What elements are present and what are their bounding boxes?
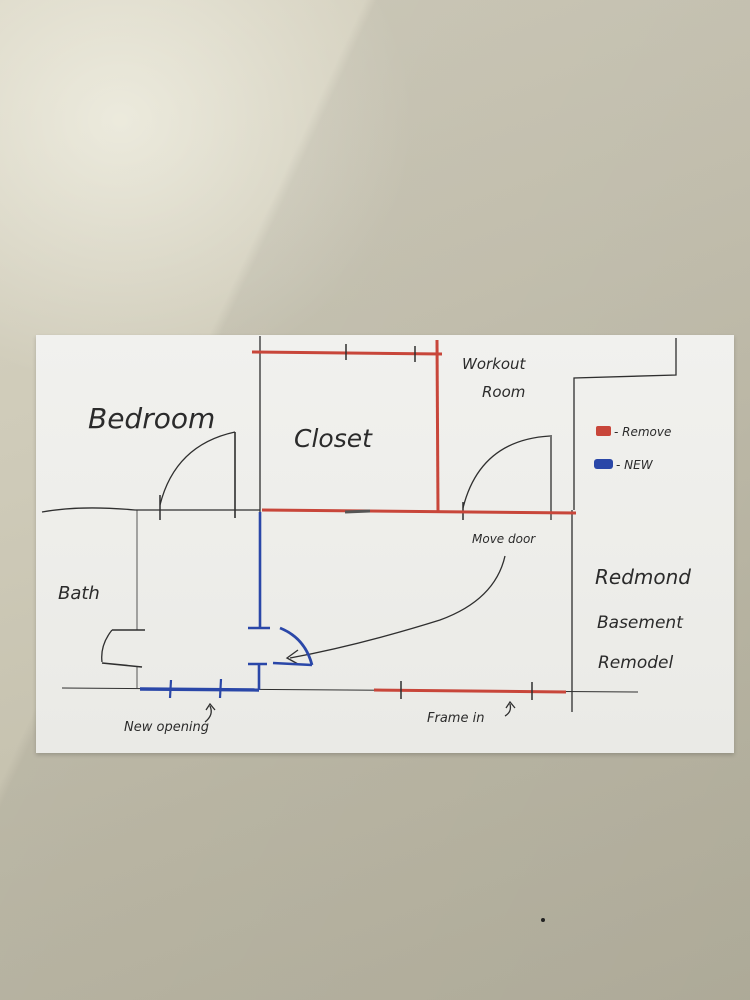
label-bath: Bath (58, 583, 100, 604)
label-closet: Closet (294, 424, 373, 453)
label-workout: Workout (462, 355, 527, 373)
annotation-frame-in: Frame in (427, 711, 484, 726)
legend-new-label: - NEW (616, 458, 654, 472)
title-line-2: Basement (597, 613, 684, 633)
legend-swatch-remove (596, 426, 611, 436)
legend-remove-label: - Remove (614, 425, 671, 439)
legend-swatch-new (594, 459, 613, 469)
annotation-move-door: Move door (472, 532, 536, 546)
paper-sheet (36, 335, 734, 753)
new-walls (139, 512, 314, 699)
remove-walls (251, 339, 577, 694)
annotation-new-opening: New opening (124, 720, 209, 735)
existing-walls (41, 336, 677, 723)
label-room: Room (482, 383, 525, 401)
title-line-3: Remodel (598, 653, 673, 673)
label-bedroom: Bedroom (88, 402, 215, 435)
remove-wall-ticks (344, 344, 533, 700)
speck (541, 918, 545, 922)
title-line-1: Redmond (595, 565, 691, 589)
